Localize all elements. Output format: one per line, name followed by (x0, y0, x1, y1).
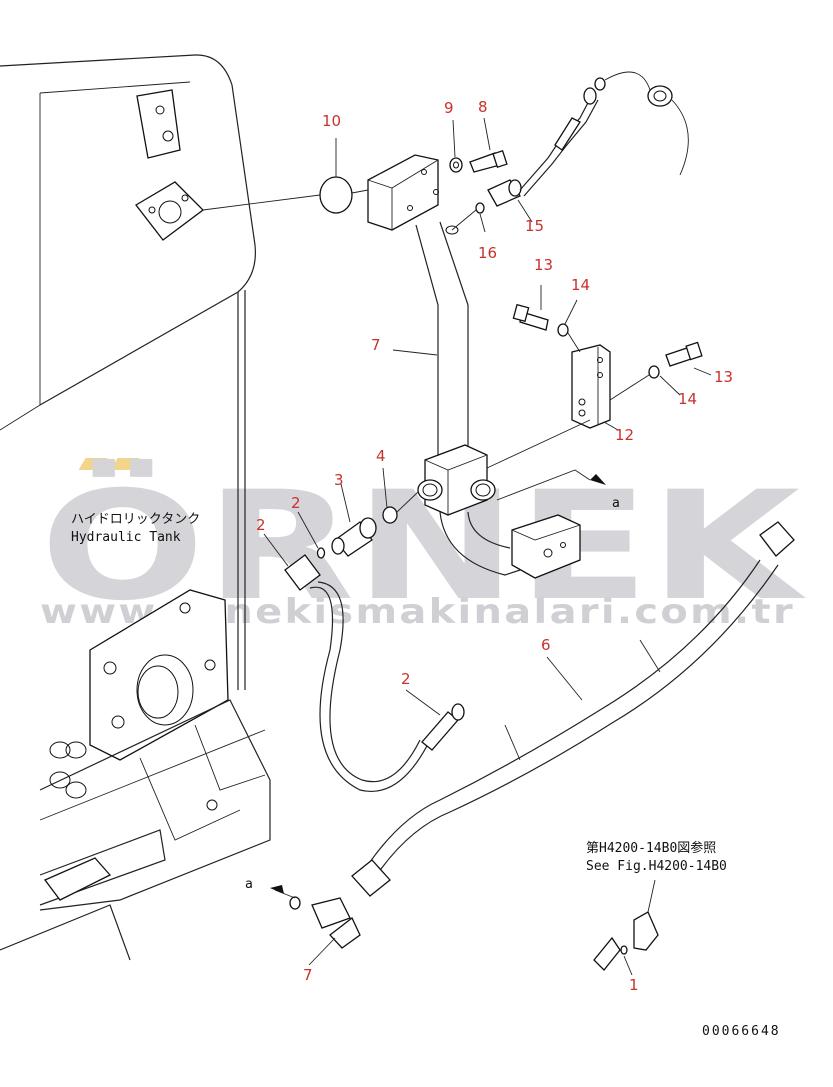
callout-4: 3 (334, 471, 344, 489)
callout-1: 1 (629, 976, 639, 994)
callout-5: 4 (376, 447, 386, 465)
arrow-label-lower: a (245, 877, 253, 892)
see-fig-jp: 第H4200-14B0図参照 (586, 840, 716, 856)
callout-8: 7 (371, 336, 381, 354)
callout-14-right: 14 (678, 390, 697, 408)
drawing-number: 00066648 (702, 1024, 781, 1039)
callout-13-upper: 13 (534, 256, 553, 274)
small-parts (202, 71, 795, 971)
callout-6: 6 (541, 636, 551, 654)
text-labels: ハイドロリックタンク Hydraulic Tank 第H4200-14B0図参照… (71, 496, 781, 1039)
tank-label-jp: ハイドロリックタンク (71, 512, 200, 527)
callout-13-right: 13 (714, 368, 733, 386)
leader-lines (263, 117, 712, 976)
callout-9: 8 (478, 98, 488, 116)
callout-2-lower: 2 (401, 670, 411, 688)
callout-15: 15 (525, 217, 544, 235)
callout-3: 2 (291, 494, 301, 512)
tank-label-en: Hydraulic Tank (71, 530, 181, 545)
callout-16: 16 (478, 244, 497, 262)
hydraulic-tank (0, 54, 271, 961)
see-fig-en: See Fig.H4200-14B0 (586, 859, 727, 874)
suction-pipe-8 (367, 154, 581, 579)
arrow-label-upper: a (612, 496, 620, 511)
callout-12: 12 (615, 426, 634, 444)
bracket-12 (486, 344, 611, 469)
callout-2-upper: 2 (256, 516, 266, 534)
callout-14-upper: 14 (571, 276, 590, 294)
callout-7: 7 (303, 966, 313, 984)
callout-numbers: 10 9 8 16 15 13 14 7 13 14 12 4 3 2 2 6 … (256, 98, 733, 994)
callout-10: 9 (444, 99, 454, 117)
callout-11: 10 (322, 112, 341, 130)
